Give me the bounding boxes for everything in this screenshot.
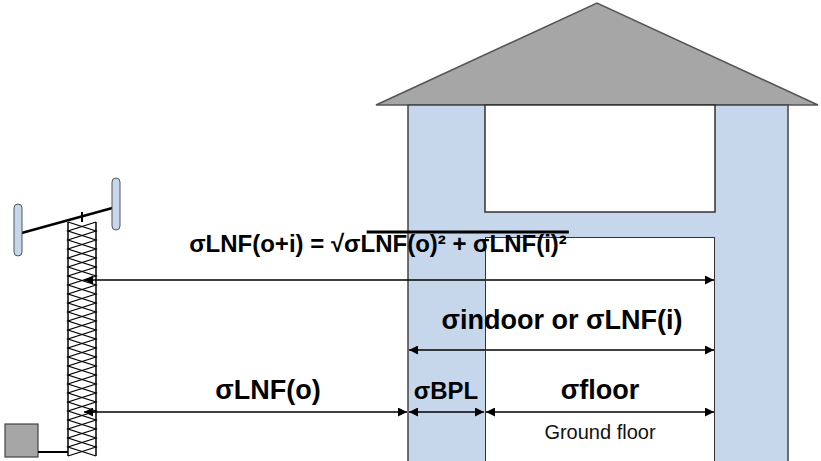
dimension-label: σfloor [561,376,639,406]
room-box: Ground floor [485,237,715,461]
dimension-label: σLNF(o) [215,376,320,406]
upper-room [485,105,715,212]
tower-bracing [68,222,96,456]
dimension-arrow [84,411,407,413]
equipment-box [5,424,38,457]
antenna-element [112,178,120,230]
antenna-crossbar [18,207,116,234]
ground-floor-fill [485,237,715,461]
room-label: Ground floor [538,421,661,461]
dimension-arrow [84,279,714,281]
dimension-label: σindoor or σLNF(i) [442,306,683,336]
dimension-label: σBPL [414,378,478,404]
antenna-element [14,204,22,256]
dimension-arrow [409,349,714,351]
formula: σLNF(o+i) = √σLNF(o)² + σLNF(i)² [189,231,567,257]
dimension-arrow [486,411,714,413]
dimension-arrow [409,411,484,413]
tower-bracing [68,222,96,456]
lattice-tower [68,212,96,456]
feeder-cable [38,451,68,453]
roof [376,3,818,105]
